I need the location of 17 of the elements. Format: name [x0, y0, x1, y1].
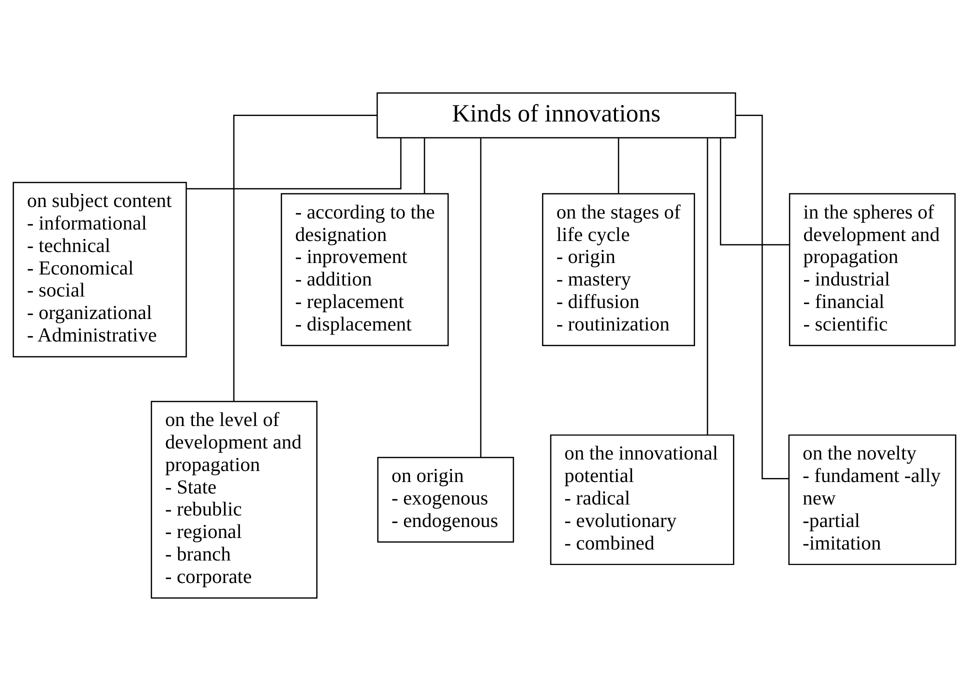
node-box: in the spheres of development and propagation - industrial - financial - scientific: [788, 193, 956, 346]
connector: [186, 138, 402, 190]
connector: [720, 138, 790, 246]
connector: [706, 138, 708, 435]
node-box: - according to the designation - inprovement - addition - replacement - displacement: [280, 193, 449, 346]
connector: [233, 114, 378, 402]
node-box: on the novelty - fundament -ally new -partial -imitation: [788, 434, 956, 566]
node-box: on origin - exogenous - endogenous: [377, 456, 514, 543]
connector: [618, 138, 620, 194]
connector: [736, 114, 789, 480]
node-box: on the level of development and propagation - State - rebublic - regional - branch - corporate: [150, 400, 318, 599]
node-box: on the innovational potential - radical - evolutionary - combined: [550, 434, 734, 566]
node-box: on the stages of life cycle - origin - mastery - diffusion - routinization: [542, 193, 696, 346]
connector: [424, 138, 426, 194]
node-box: on subject content - informational - technical - Economical - social - organizational - Administrative: [12, 182, 187, 358]
node-box: Kinds of innovations: [376, 92, 736, 138]
connector: [480, 138, 482, 458]
